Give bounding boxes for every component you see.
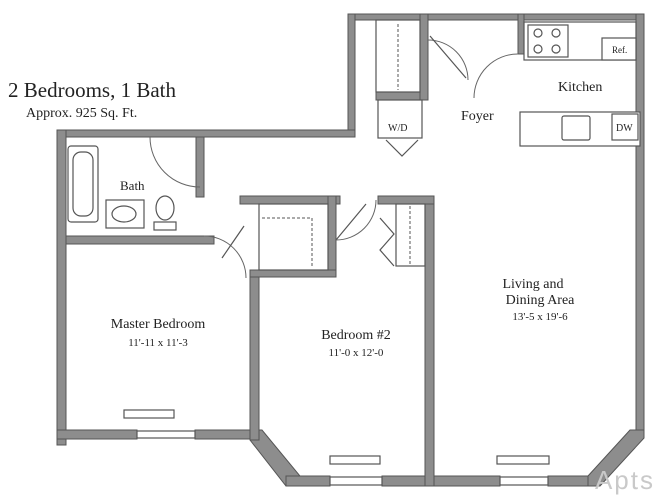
burner-4 bbox=[551, 44, 561, 54]
bed2-door bbox=[335, 199, 377, 241]
foyer-closet bbox=[375, 19, 421, 93]
plan-title: 2 Bedrooms, 1 Bath bbox=[8, 78, 176, 102]
doors bbox=[149, 35, 519, 279]
wall-bath-right bbox=[195, 136, 205, 198]
window-sill-bed2 bbox=[329, 455, 381, 465]
window-sill-master bbox=[123, 409, 175, 419]
bath-fixtures bbox=[67, 145, 177, 231]
living-closet bbox=[395, 203, 426, 267]
wall-bed2-living bbox=[424, 195, 435, 487]
wall-bath-bottom bbox=[65, 235, 215, 245]
room-label-foyer: Foyer bbox=[461, 109, 494, 124]
room-label-living-2: Dining Area bbox=[506, 293, 576, 308]
foyer-closet-door bbox=[427, 39, 469, 81]
walls bbox=[56, 13, 645, 487]
wall-top-left bbox=[56, 129, 356, 138]
master-closet-door-a bbox=[221, 225, 245, 259]
label-dishwasher: DW bbox=[616, 123, 633, 134]
room-label-master: Master Bedroom bbox=[111, 317, 206, 332]
wall-closet-foyer bbox=[419, 13, 429, 101]
room-dims-bed2: 11'-0 x 12'-0 bbox=[329, 347, 384, 359]
wd-door bbox=[385, 139, 419, 157]
bath-door bbox=[149, 136, 201, 188]
sink-bowl bbox=[111, 205, 137, 223]
windows bbox=[123, 409, 550, 486]
label-wd: W/D bbox=[388, 123, 407, 134]
window-living bbox=[499, 476, 549, 486]
wall-bay-right bbox=[587, 429, 645, 487]
wall-bottom-master-b bbox=[194, 429, 251, 440]
kitchen-sink bbox=[561, 115, 591, 141]
wall-foyer-left bbox=[347, 13, 356, 137]
wall-bay-living-a bbox=[431, 475, 501, 487]
window-master bbox=[136, 430, 196, 439]
watermark: Apts bbox=[594, 465, 655, 495]
room-label-kitchen: Kitchen bbox=[558, 80, 602, 95]
burner-3 bbox=[533, 44, 543, 54]
bed2-door-leaf bbox=[335, 203, 367, 241]
room-dims-master: 11'-11 x 11'-3 bbox=[128, 337, 188, 349]
bed2-closet bbox=[258, 203, 329, 271]
wall-top-foyer bbox=[347, 13, 519, 21]
kitchen-fixtures bbox=[519, 21, 641, 147]
burner-1 bbox=[533, 28, 543, 38]
wall-bottom-master-a bbox=[56, 429, 138, 440]
room-label-bed2: Bedroom #2 bbox=[321, 328, 391, 343]
fridge bbox=[601, 37, 637, 61]
wall-wd-top bbox=[375, 91, 427, 101]
room-label-living-1: Living and bbox=[502, 277, 563, 292]
wall-bay-bottom-a bbox=[285, 475, 331, 487]
wall-top-kitchen bbox=[517, 13, 643, 21]
toilet-tank bbox=[153, 221, 177, 231]
wall-closet-right bbox=[327, 195, 337, 273]
toilet-bowl bbox=[155, 195, 175, 221]
window-bed2 bbox=[329, 476, 383, 486]
room-label-bath: Bath bbox=[120, 178, 145, 193]
wall-bay-living-b bbox=[547, 475, 589, 487]
wall-closet2-top bbox=[377, 195, 435, 205]
wall-master-bed2 bbox=[249, 269, 260, 441]
wall-kitchen-left bbox=[517, 13, 525, 55]
burner-2 bbox=[551, 28, 561, 38]
bathtub-basin bbox=[72, 151, 94, 217]
label-fridge: Ref. bbox=[612, 45, 627, 55]
bed2-closet-rod bbox=[262, 217, 313, 268]
closets bbox=[258, 19, 426, 271]
washer-dryer bbox=[377, 99, 423, 139]
dishwasher bbox=[611, 113, 639, 141]
entry-door bbox=[473, 53, 519, 99]
room-dims-living: 13'-5 x 19'-6 bbox=[512, 311, 568, 323]
living-closet-door bbox=[379, 217, 395, 267]
stove bbox=[527, 24, 569, 58]
wall-right bbox=[635, 13, 645, 431]
foyer-closet-door-leaf bbox=[429, 35, 467, 79]
plan-area: Approx. 925 Sq. Ft. bbox=[26, 106, 138, 121]
master-door bbox=[203, 235, 247, 279]
wall-closet-top bbox=[239, 195, 341, 205]
wall-bed2-top bbox=[249, 269, 337, 278]
wall-left bbox=[56, 129, 67, 446]
window-sill-living bbox=[496, 455, 550, 465]
